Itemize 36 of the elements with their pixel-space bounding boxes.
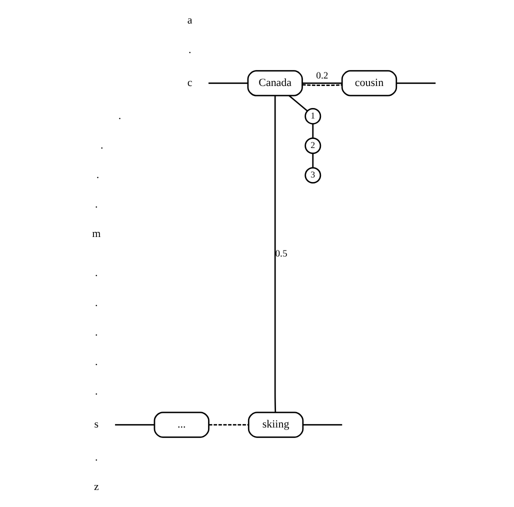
node-box: skiing: [248, 411, 304, 438]
edge-label: 0.2: [316, 70, 328, 82]
node-circle: 3: [304, 166, 322, 184]
connector: [303, 424, 342, 425]
edge-label: 0.5: [275, 248, 288, 260]
node-box: cousin: [341, 70, 398, 96]
label: .: [100, 138, 104, 151]
connector: [115, 424, 154, 425]
connector: [312, 124, 314, 138]
label: .: [95, 198, 98, 210]
label: .: [95, 326, 98, 338]
label: a: [187, 14, 192, 26]
label: .: [95, 450, 98, 463]
connector: [302, 84, 342, 86]
node-circle: 2: [304, 137, 322, 154]
node-text: s: [94, 418, 99, 430]
node-box: ...: [154, 411, 210, 438]
label: .: [95, 266, 98, 279]
label: .: [95, 296, 98, 308]
connector: [288, 94, 308, 111]
label: .: [95, 384, 98, 397]
node-box: Canada: [247, 70, 303, 96]
connector: [208, 82, 248, 84]
connector: [302, 82, 342, 84]
node-circle: 1: [304, 107, 322, 124]
connector: [396, 82, 436, 84]
label: z: [94, 480, 99, 492]
label: .: [96, 168, 100, 180]
connector: [312, 153, 314, 168]
label: .: [95, 355, 98, 368]
connector: [274, 95, 276, 412]
label: .: [118, 109, 122, 122]
label: .: [188, 43, 192, 56]
connector: [208, 424, 249, 425]
node-text: c: [187, 76, 192, 88]
label: m: [92, 228, 101, 240]
